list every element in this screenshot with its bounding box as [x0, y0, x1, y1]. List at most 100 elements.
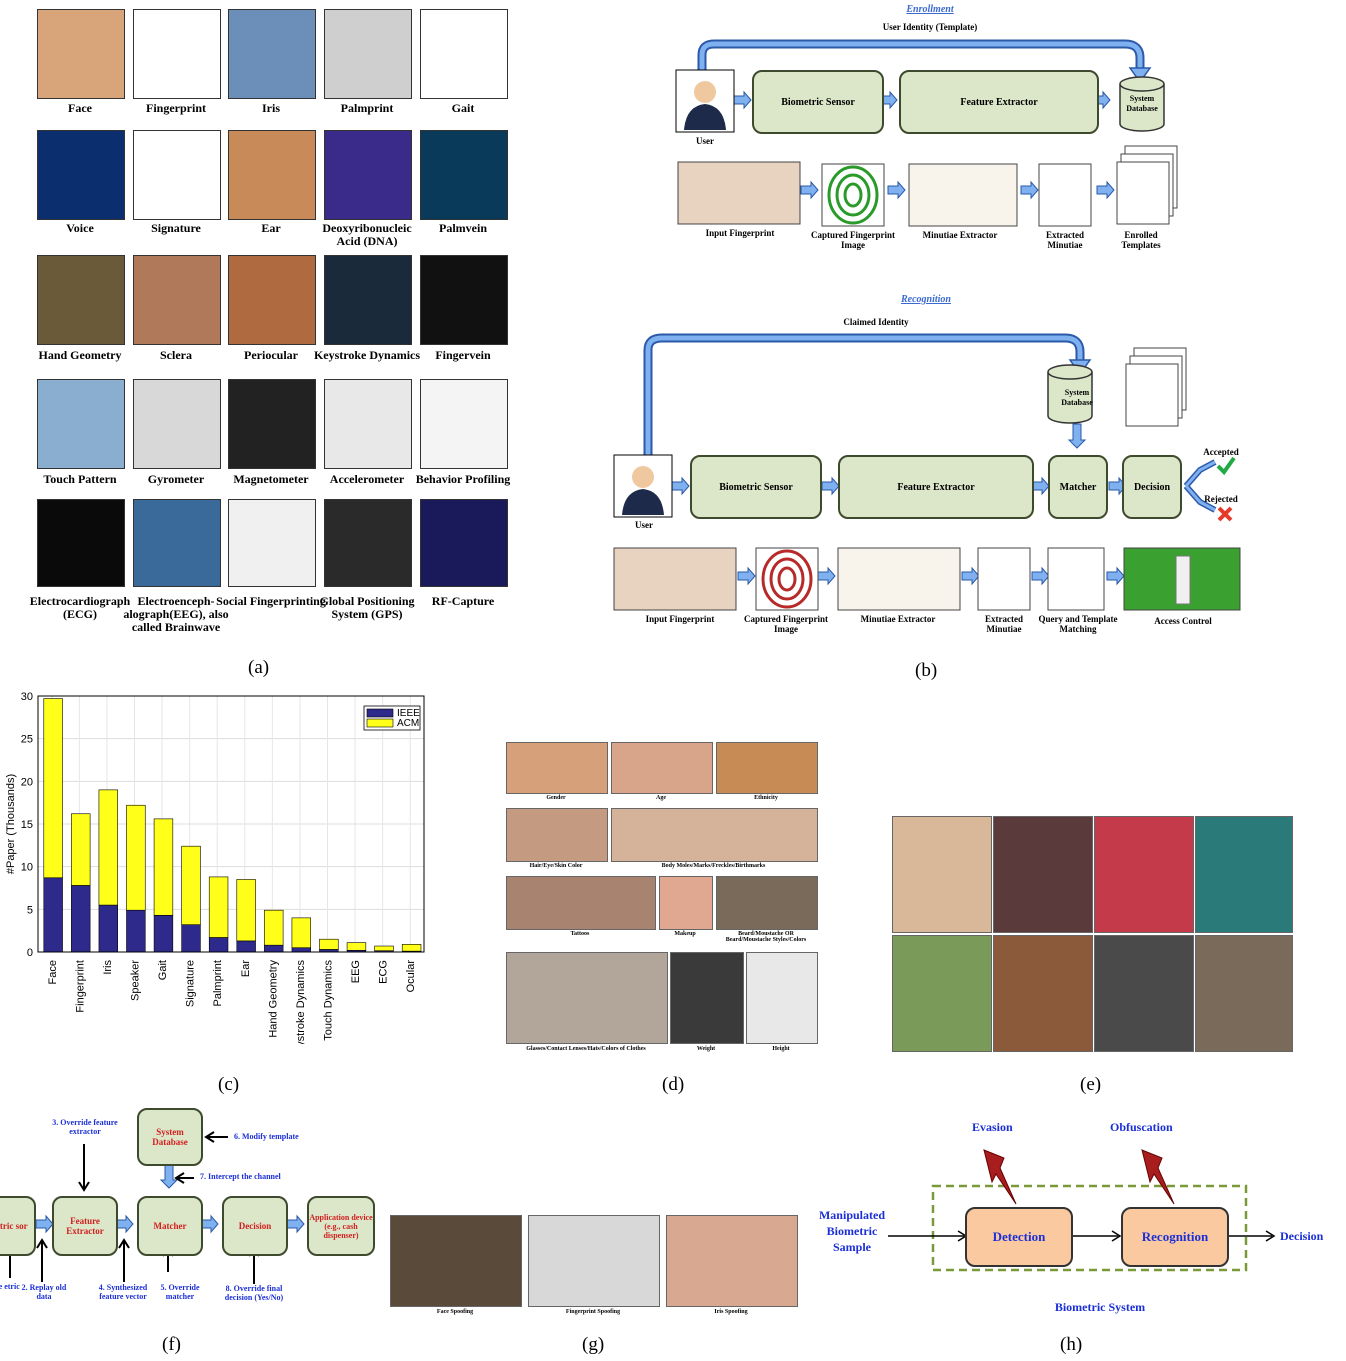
x-tick-label: Touch Dynamics: [323, 960, 335, 1041]
x-tick-label: Signature: [185, 960, 197, 1007]
trait-image-11: [133, 255, 221, 345]
soft-label-ethnicity: Ethnicity: [754, 795, 778, 801]
recog-step-4: Query and Template Matching: [1038, 614, 1118, 634]
attack-8: 8. Override final decision (Yes/No): [224, 1284, 284, 1302]
bar-acm: [264, 909, 284, 946]
soft-label-height: Height: [772, 1046, 790, 1052]
rejected-label: Rejected: [1204, 494, 1238, 504]
enroll-step-0: Input Fingerprint: [705, 228, 775, 238]
bar-acm: [43, 698, 63, 879]
trait-label-18: Accelerometer: [329, 472, 405, 486]
trait-image-20: [37, 499, 125, 587]
trait-label-23: Global Positioning System (GPS): [319, 594, 415, 621]
decision-box: Decision: [1122, 455, 1182, 519]
recog-user-label: User: [635, 520, 653, 530]
recog-extractor-box: Feature Extractor: [838, 455, 1034, 519]
x-icon: [1217, 506, 1233, 522]
bar-acm: [346, 942, 367, 951]
legend-swatch: [366, 718, 394, 728]
recog-step-5: Access Control: [1154, 616, 1212, 626]
bar-ieee: [71, 885, 91, 953]
panel-label-a: (a): [248, 657, 270, 678]
age-photo: [611, 742, 713, 794]
trait-image-13: [324, 255, 412, 345]
recog-step-3: Extracted Minutiae: [985, 614, 1023, 634]
trait-image-17: [228, 379, 316, 469]
trait-image-8: [324, 130, 412, 220]
trait-image-23: [324, 499, 412, 587]
soft-label-age: Age: [656, 795, 666, 801]
attack-5: 5. Override matcher: [160, 1283, 200, 1301]
bar-ieee: [264, 944, 284, 953]
enroll-user-label: User: [696, 136, 714, 146]
x-tick-label: Gait: [157, 960, 169, 980]
bar-acm: [153, 818, 174, 916]
soft-label-weight: Weight: [696, 1046, 716, 1052]
bar-ieee: [208, 937, 229, 953]
face-photo-8: [1195, 935, 1293, 1052]
attack-flow-diagram: [888, 1149, 1276, 1272]
makeup-photo: [659, 876, 713, 930]
glasses-photo: [506, 952, 668, 1044]
database-icon: [1047, 364, 1093, 424]
bar-ieee: [181, 924, 201, 953]
moles-photo: [611, 808, 818, 862]
soft-label-makeup: Makeup: [674, 931, 696, 937]
bar-acm: [236, 879, 256, 942]
y-tick-label: 10: [21, 862, 33, 874]
enroll-step-1: Captured Fingerprint Image: [810, 230, 896, 250]
y-tick-label: 15: [21, 819, 33, 831]
iris-spoofing-label: Iris Spoofing: [714, 1309, 748, 1315]
application-device-box: Application device (e.g., cash dispenser…: [307, 1196, 375, 1256]
matcher-box: Matcher: [1048, 455, 1108, 519]
panel-label-f: (f): [162, 1334, 181, 1355]
x-tick-label: Ear: [240, 960, 252, 977]
trait-label-9: Palmvein: [439, 221, 487, 235]
face-photo-4: [1195, 816, 1293, 933]
panel-label-e: (e): [1080, 1074, 1102, 1095]
trait-image-24: [420, 499, 508, 587]
attack-2: 2. Replay old data: [21, 1283, 67, 1301]
trait-image-16: [133, 379, 221, 469]
y-tick-label: 25: [21, 734, 33, 746]
bar-acm: [319, 938, 339, 950]
trait-image-15: [37, 379, 125, 469]
panel-label-g: (g): [582, 1334, 605, 1355]
enrollment-title: Enrollment: [906, 4, 954, 15]
user-icon: [613, 454, 673, 518]
trait-label-12: Periocular: [244, 348, 298, 362]
system-database-box: System Database: [137, 1108, 203, 1166]
face-photo-6: [993, 935, 1093, 1052]
trait-label-6: Signature: [151, 221, 201, 235]
legend-label: IEEE: [397, 708, 420, 719]
bar-ieee: [236, 940, 256, 953]
recog-step-0: Input Fingerprint: [645, 614, 715, 624]
enroll-step-3: Extracted Minutiae: [1046, 230, 1084, 250]
trait-label-19: Behavior Profiling: [415, 472, 511, 486]
face-photo-1: [892, 816, 992, 933]
x-tick-label: Palmprint: [212, 960, 224, 1006]
attack-6: 6. Modify template: [234, 1132, 299, 1141]
fingerprint-spoofing-label: Fingerprint Spoofing: [565, 1309, 621, 1315]
y-tick-label: 20: [21, 776, 33, 788]
ethnicity-photo: [716, 742, 818, 794]
sensor-box-partial: metric sor: [0, 1196, 36, 1256]
trait-label-17: Magnetometer: [233, 472, 309, 486]
trait-image-7: [228, 130, 316, 220]
bar-acm: [374, 945, 394, 952]
bar-ieee: [153, 915, 174, 953]
bar-acm: [98, 789, 118, 906]
trait-label-1: Fingerprint: [146, 101, 206, 115]
recognition-box: Recognition: [1121, 1207, 1229, 1267]
height-photo: [746, 952, 818, 1044]
bar-ieee: [43, 877, 63, 953]
detection-box: Detection: [965, 1207, 1073, 1267]
x-tick-label: Fingerprint: [74, 960, 86, 1013]
bar-acm: [401, 944, 422, 952]
trait-label-7: Ear: [261, 221, 281, 235]
face-photo-3: [1094, 816, 1194, 933]
bar-acm: [291, 917, 311, 949]
trait-label-8: Deoxyribonucleic Acid (DNA): [322, 221, 412, 248]
panel-label-c: (c): [218, 1074, 240, 1095]
